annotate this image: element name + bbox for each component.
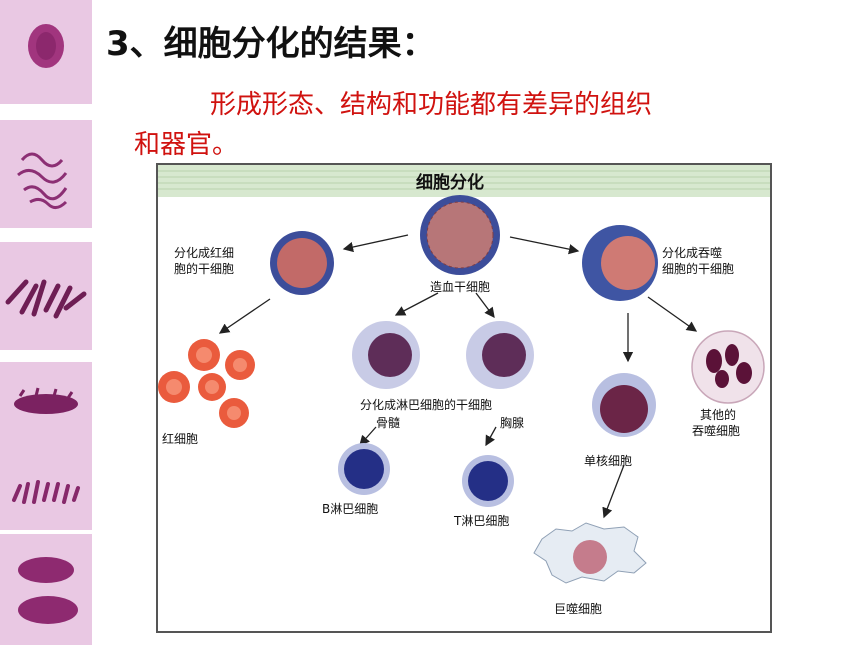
- label-t-lymphocyte: T淋巴细胞: [453, 514, 509, 528]
- cell-differentiation-diagram: 细胞分化: [156, 163, 772, 633]
- hematopoietic-stem-cell: [420, 195, 500, 275]
- label-lymph-stem: 分化成淋巴细胞的干细胞: [360, 397, 492, 412]
- label-other-phago-line-2: 吞噬细胞: [692, 423, 740, 438]
- label-other-phago-line-1: 其他的: [700, 407, 736, 422]
- b-lymphocyte-cell: [338, 443, 390, 495]
- rbc-stem-cell: [270, 231, 334, 295]
- label-monocyte: 单核细胞: [584, 454, 632, 468]
- micrograph-strip: [0, 0, 92, 645]
- micrograph-image-4: [0, 362, 92, 450]
- diagram-arrows: [218, 234, 698, 519]
- diagram-header-band: [158, 165, 770, 197]
- lymphoid-stem-cell-2: [466, 321, 534, 389]
- micrograph-image-6: [0, 534, 92, 645]
- label-thymus: 胸腺: [500, 415, 524, 430]
- diagram-header-title: 细胞分化: [416, 172, 484, 193]
- micrograph-image-5: [0, 450, 92, 530]
- label-phago-stem-line-1: 分化成吞噬: [662, 245, 722, 260]
- label-hematopoietic-stem: 造血干细胞: [430, 280, 490, 294]
- lymphoid-stem-cell-1: [352, 321, 420, 389]
- label-macrophage: 巨噬细胞: [554, 601, 602, 616]
- label-red-blood-cell: 红细胞: [162, 431, 198, 446]
- label-b-lymphocyte: B淋巴细胞: [322, 502, 378, 516]
- micrograph-image-1: [0, 0, 92, 104]
- monocyte-cell: [592, 373, 656, 437]
- page-title: 3、细胞分化的结果：: [106, 24, 436, 64]
- other-phagocyte-cell: [691, 330, 765, 404]
- macrophage-cell: [533, 522, 647, 584]
- diagram-canvas: 细胞分化: [158, 165, 770, 616]
- label-rbc-stem-line-1: 分化成红细: [174, 245, 234, 260]
- label-phago-stem-line-2: 细胞的干细胞: [662, 261, 734, 276]
- micrograph-image-3: [0, 242, 92, 350]
- micrograph-image-2: [0, 120, 92, 228]
- label-bone-marrow: 骨髓: [376, 416, 400, 430]
- label-rbc-stem-line-2: 胞的干细胞: [174, 261, 234, 276]
- red-blood-cells: [158, 339, 255, 428]
- t-lymphocyte-cell: [462, 455, 514, 507]
- subtitle-line-2: 和器官。: [134, 130, 239, 160]
- subtitle-line-1: 形成形态、结构和功能都有差异的组织: [210, 90, 653, 120]
- phagocyte-stem-cell: [582, 225, 658, 301]
